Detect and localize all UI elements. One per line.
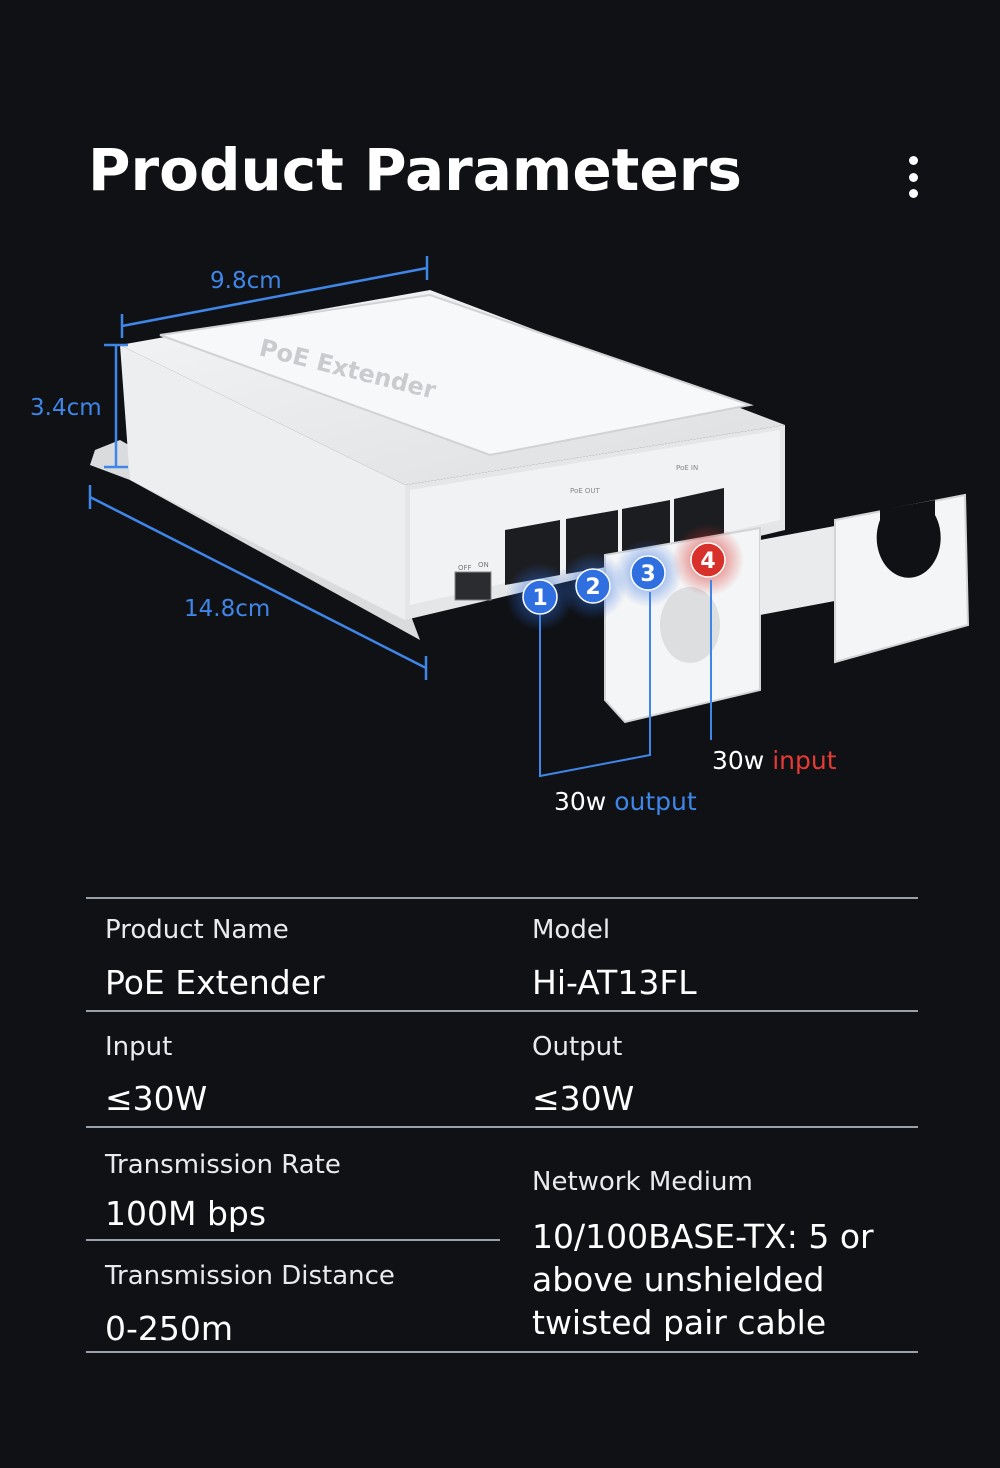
- port-badge-4: 4: [690, 542, 726, 578]
- spec-table: Product Name PoE Extender Model Hi-AT13F…: [86, 897, 918, 1357]
- input-label: Input: [105, 1032, 173, 1062]
- port-badge-1: 1: [522, 579, 558, 615]
- svg-text:PoE IN: PoE IN: [676, 464, 698, 472]
- svg-text:PoE OUT: PoE OUT: [570, 487, 601, 495]
- model-label: Model: [532, 915, 611, 945]
- svg-text:4: 4: [700, 549, 715, 574]
- svg-text:2: 2: [585, 575, 600, 600]
- length-dimension-label: 14.8cm: [184, 596, 270, 622]
- product-name-label: Product Name: [105, 915, 289, 945]
- output-value: ≤30W: [532, 1079, 635, 1118]
- network-medium-value: 10/100BASE-TX: 5 or above unshielded twi…: [532, 1217, 874, 1342]
- dimension-lines: [88, 256, 429, 680]
- model-value: Hi-AT13FL: [532, 963, 697, 1002]
- transmission-distance-value: 0-250m: [105, 1309, 234, 1348]
- svg-text:1: 1: [532, 586, 547, 611]
- enclosure-lid: [159, 293, 754, 457]
- divider: [86, 1351, 918, 1353]
- divider: [86, 1239, 500, 1241]
- input-legend: 30w input: [712, 746, 837, 775]
- transmission-rate-value: 100M bps: [105, 1194, 267, 1233]
- port-badge-2: 2: [575, 568, 611, 604]
- divider: [86, 1126, 918, 1128]
- divider: [86, 897, 918, 899]
- port-badge-3: 3: [630, 555, 666, 591]
- divider: [86, 1010, 918, 1012]
- svg-text:3: 3: [640, 562, 655, 587]
- height-dimension-label: 3.4cm: [30, 395, 102, 421]
- svg-text:OFF: OFF: [458, 564, 472, 572]
- more-vertical-icon[interactable]: [898, 152, 928, 202]
- power-switch: [454, 571, 492, 601]
- network-medium-label: Network Medium: [532, 1167, 753, 1197]
- enclosure-side: [120, 345, 405, 620]
- svg-text:ON: ON: [478, 561, 489, 569]
- transmission-rate-label: Transmission Rate: [105, 1150, 341, 1180]
- width-dimension-label: 9.8cm: [210, 268, 282, 294]
- port-connector-lines: [539, 580, 712, 778]
- product-figure: PoE Extender OFF ON PoE OUT PoE IN 9.8cm…: [30, 256, 970, 778]
- product-name-value: PoE Extender: [105, 963, 325, 1002]
- output-label: Output: [532, 1032, 623, 1062]
- output-legend: 30w output: [554, 787, 697, 816]
- transmission-distance-label: Transmission Distance: [105, 1261, 395, 1291]
- input-value: ≤30W: [105, 1079, 208, 1118]
- page-title: Product Parameters: [88, 136, 742, 204]
